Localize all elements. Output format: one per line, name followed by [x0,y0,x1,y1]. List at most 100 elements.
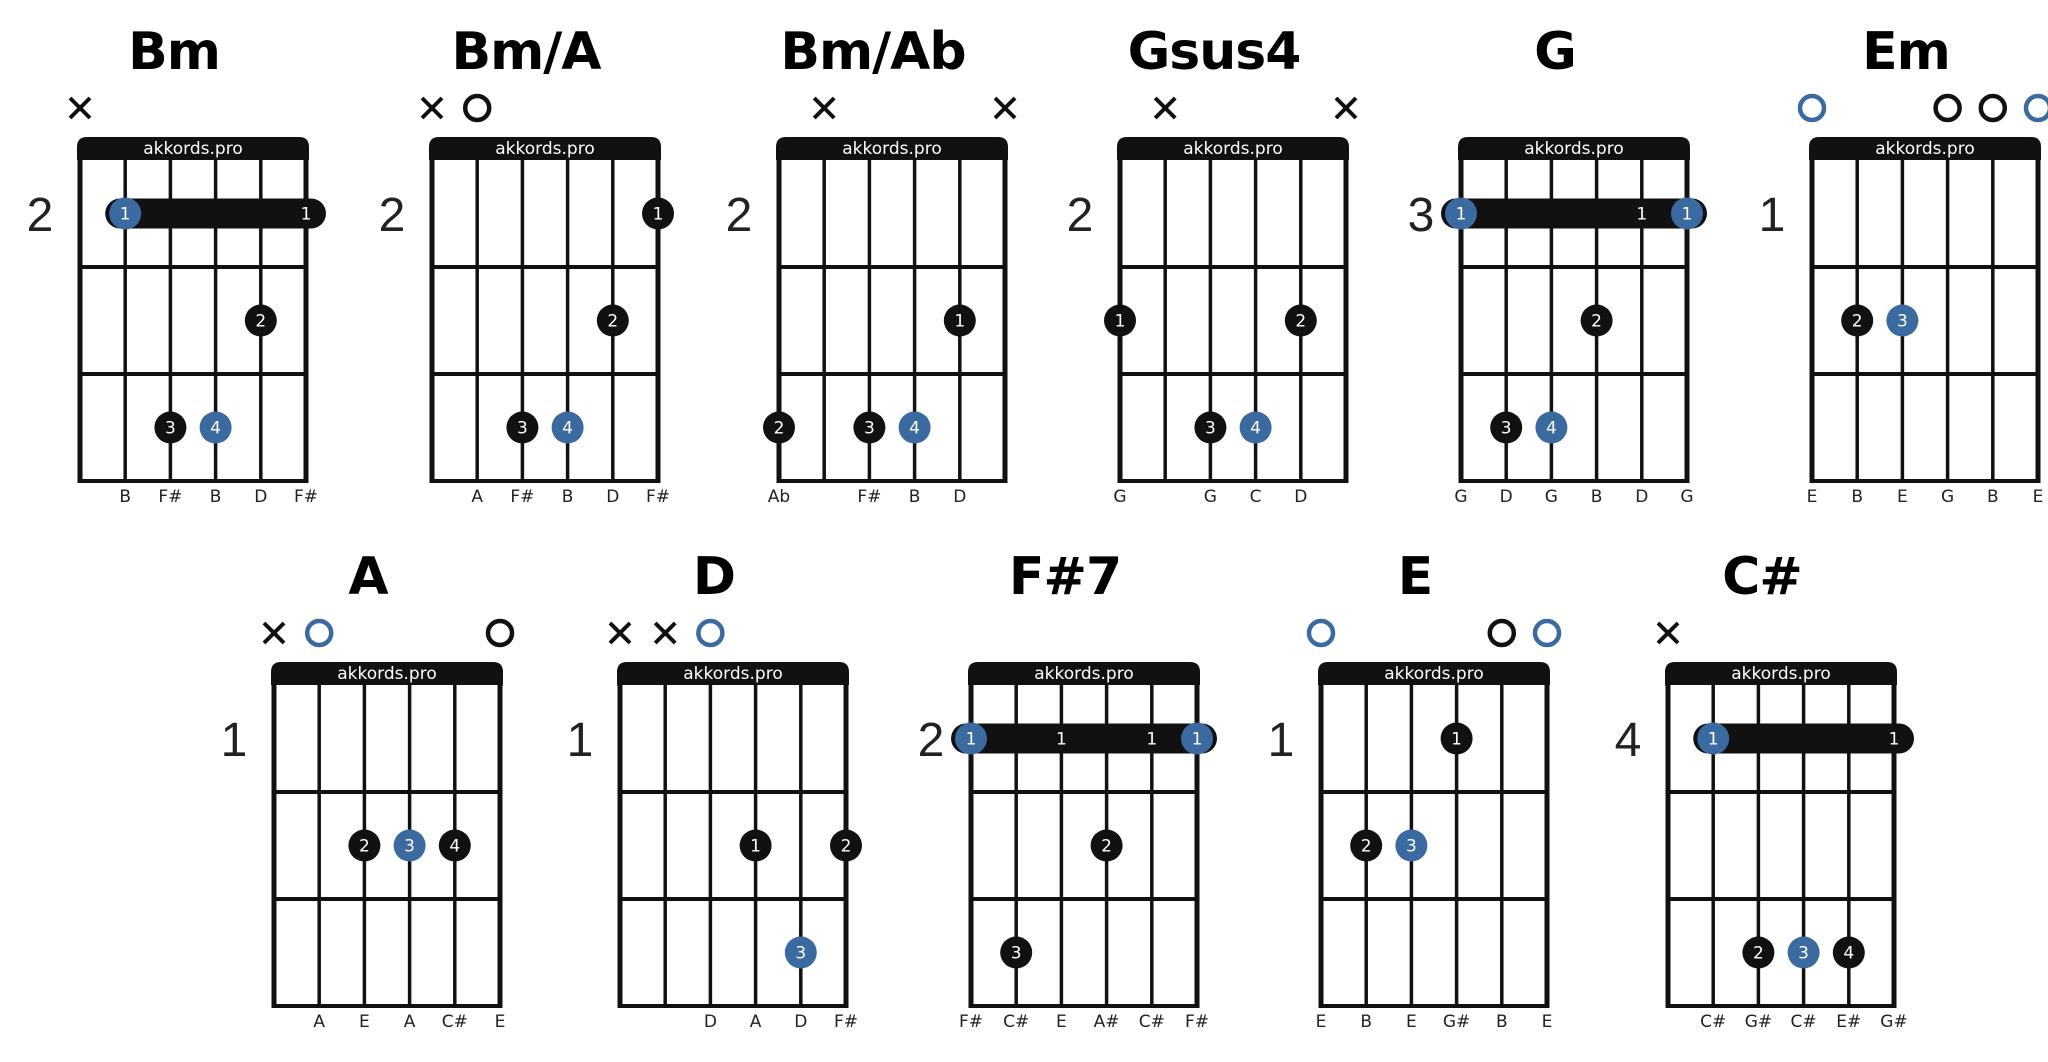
string-note-label: F# [158,487,182,507]
finger-finger-label: 4 [909,419,920,439]
watermark-label: akkords.pro [143,139,242,159]
finger-dot [154,411,187,444]
fret-number: 2 [918,714,945,767]
finger-dot [763,411,795,444]
string-note-label: C# [1791,1012,1817,1032]
finger-finger-label: 1 [1115,312,1126,332]
string-note-label: C# [1700,1012,1726,1032]
open-string-icon [1487,618,1517,648]
string-note-label: A [471,487,483,507]
barre-finger-finger-label: 1 [1682,205,1693,225]
nut-header [77,137,309,160]
barre-finger-finger-label: 1 [120,205,131,225]
finger-dot [1395,829,1428,862]
watermark-label: akkords.pro [1183,139,1282,159]
finger-dot [1194,411,1227,444]
finger-dot [244,304,277,337]
finger-dot [438,829,471,862]
watermark-label: akkords.pro [1524,139,1623,159]
string-note-label: E [1897,487,1908,507]
string-note-label: G# [1745,1012,1772,1032]
chord-name: Bm/A [451,22,601,82]
string-note-label: G# [1880,1012,1907,1032]
open-string-icon [1797,93,1827,123]
string-note-label: E [1406,1012,1417,1032]
finger-finger-label: 3 [404,837,415,857]
finger-finger-label: 2 [1295,312,1306,332]
finger-finger-label: 1 [653,205,664,225]
finger-finger-label: 3 [795,944,806,964]
string-note-label: E [1316,1012,1327,1032]
finger-dot [943,304,976,337]
barre-finger-label: 1 [1636,205,1647,225]
nut-header [1318,662,1550,685]
string-note-label: B [1360,1012,1372,1032]
string-note-label: F# [1185,1012,1209,1032]
finger-finger-label: 2 [1591,312,1602,332]
string-note-label: D [1294,487,1307,507]
fret-number: 2 [726,189,753,242]
finger-finger-label: 2 [1101,837,1112,857]
nut-header [617,662,849,685]
finger-dot [1104,304,1136,337]
finger-finger-label: 4 [562,419,573,439]
nut-header [429,137,661,160]
string-note-label: B [210,487,222,507]
open-string-icon [1306,618,1336,648]
open-string-icon [1978,93,2008,123]
nut-header [776,137,1008,160]
barre-finger-dot [1697,722,1730,755]
finger-finger-label: 4 [1250,419,1261,439]
watermark-label: akkords.pro [495,139,594,159]
finger-dot [1284,304,1317,337]
chord-name: D [692,547,736,607]
string-note-label: D [1635,487,1648,507]
string-note-label: F# [834,1012,858,1032]
finger-dot [784,936,817,969]
finger-finger-label: 2 [1753,944,1764,964]
muted-string-icon [68,96,92,120]
finger-dot [642,197,674,230]
finger-finger-label: 4 [449,837,460,857]
watermark-label: akkords.pro [1384,664,1483,684]
finger-dot [348,829,381,862]
chord-name: Em [1862,22,1951,82]
string-note-label: B [909,487,921,507]
finger-dot [1886,304,1919,337]
nut-header [271,662,503,685]
fret-number: 2 [27,189,54,242]
string-note-label: G [1941,487,1954,507]
finger-finger-label: 4 [1843,944,1854,964]
muted-string-icon [1153,96,1177,120]
barre-finger-label: 1 [301,205,312,225]
string-note-label: B [1496,1012,1508,1032]
finger-dot [1239,411,1272,444]
finger-dot [1350,829,1383,862]
open-string-icon [304,618,334,648]
string-note-label: D [794,1012,807,1032]
fret-number: 4 [1615,714,1642,767]
muted-string-icon [1334,96,1358,120]
string-note-label: D [1500,487,1513,507]
fret-number: 1 [1268,714,1295,767]
finger-finger-label: 3 [1406,837,1417,857]
watermark-label: akkords.pro [683,664,782,684]
finger-dot [199,411,232,444]
finger-finger-label: 2 [1852,312,1863,332]
open-string-icon [485,618,515,648]
string-note-label: C# [442,1012,468,1032]
string-note-label: B [119,487,131,507]
finger-dot [1787,936,1820,969]
finger-finger-label: 3 [1897,312,1908,332]
chord-name: G [1534,22,1577,82]
watermark-label: akkords.pro [842,139,941,159]
muted-string-icon [653,621,677,645]
barre-bar [951,723,1217,754]
